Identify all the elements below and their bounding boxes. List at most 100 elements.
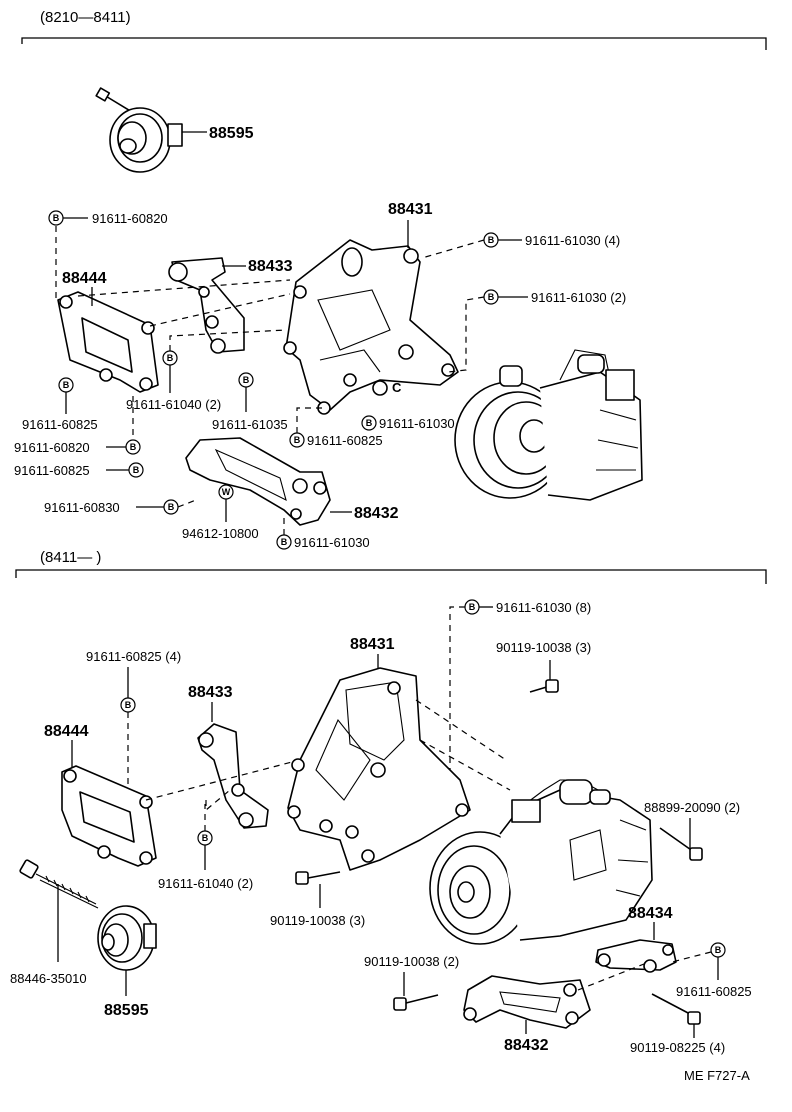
bolt-90119-08225-4: 90119-08225 (4) bbox=[630, 1040, 725, 1055]
compressor-bottom bbox=[429, 779, 653, 945]
bracket-88431-top bbox=[283, 239, 459, 415]
bolt-symbol-61030-c: B bbox=[361, 415, 377, 431]
bracket-88434 bbox=[595, 939, 677, 973]
bolt-symbol-60820-top: B bbox=[48, 210, 64, 226]
part-88433-top: 88433 bbox=[248, 258, 293, 275]
svg-text:W: W bbox=[222, 487, 231, 497]
svg-text:B: B bbox=[133, 465, 140, 475]
bolt-symbol-60825-bottom: B bbox=[710, 942, 726, 958]
compressor-top bbox=[454, 349, 643, 501]
svg-text:B: B bbox=[488, 292, 495, 302]
bolt-symbol-60820-low: B bbox=[125, 439, 141, 455]
bolt-91611-61030-bot: 91611-61030 bbox=[294, 535, 370, 550]
dash-61030-4 bbox=[421, 239, 485, 259]
bolt-symbol-61030-8: B bbox=[464, 599, 480, 615]
bolt-symbol-61040: B bbox=[162, 350, 178, 366]
pulley-88595-bottom bbox=[97, 905, 157, 971]
part-88433-bottom: 88433 bbox=[188, 684, 233, 701]
bolt-90119-upper bbox=[529, 679, 559, 693]
part-88595-bottom: 88595 bbox=[104, 1002, 149, 1019]
bracket-88432-top bbox=[185, 437, 331, 526]
bolt-91611-61040-2-top: 91611-61040 (2) bbox=[126, 397, 221, 412]
bolt-90119-10038-3a: 90119-10038 (3) bbox=[496, 640, 591, 655]
bolt-symbol-61035: B bbox=[238, 372, 254, 388]
dash-61040-bottom bbox=[205, 789, 231, 812]
bolt-91611-61030-8: 91611-61030 (8) bbox=[496, 600, 591, 615]
part-88595-top: 88595 bbox=[209, 125, 254, 142]
bolt-symbol-61030-4: B bbox=[483, 232, 499, 248]
svg-text:B: B bbox=[469, 602, 476, 612]
svg-text:B: B bbox=[243, 375, 250, 385]
part-88431-top: 88431 bbox=[388, 201, 433, 218]
bolt-90119-08225 bbox=[651, 993, 701, 1025]
bolt-91611-60825-low: 91611-60825 bbox=[14, 463, 90, 478]
svg-text:B: B bbox=[294, 435, 301, 445]
svg-text:B: B bbox=[281, 537, 288, 547]
bolt-symbol-60830: B bbox=[163, 499, 179, 515]
bolt-91611-60820-top: 91611-60820 bbox=[92, 211, 168, 226]
bolt-91611-60825-left: 91611-60825 bbox=[22, 417, 98, 432]
dash-61040-top bbox=[169, 329, 287, 351]
svg-text:B: B bbox=[167, 353, 174, 363]
bolt-91611-60820-low: 91611-60820 bbox=[14, 440, 90, 455]
link-88433-bottom bbox=[197, 723, 269, 829]
bolt-91611-60825-bottom: 91611-60825 bbox=[676, 984, 752, 999]
bolt-90119-lower bbox=[295, 871, 341, 885]
figure-code: ME F727-A bbox=[684, 1068, 750, 1083]
part-88431-bottom: 88431 bbox=[350, 636, 395, 653]
bolt-symbol-61030-bot: B bbox=[276, 534, 292, 550]
bolt-91611-61030-4: 91611-61030 (4) bbox=[525, 233, 620, 248]
svg-text:B: B bbox=[715, 945, 722, 955]
part-88444-top: 88444 bbox=[62, 270, 107, 287]
washer-symbol-94612: W bbox=[218, 484, 234, 500]
bolt-symbol-61030-2: B bbox=[483, 289, 499, 305]
bolt-91611-61040-2-bottom: 91611-61040 (2) bbox=[158, 876, 253, 891]
pulley-88595-top bbox=[95, 87, 183, 173]
bolt-90119-2 bbox=[393, 994, 439, 1011]
svg-text:B: B bbox=[53, 213, 60, 223]
dash-444-431b-top bbox=[149, 293, 291, 327]
svg-text:B: B bbox=[168, 502, 175, 512]
svg-text:B: B bbox=[366, 418, 373, 428]
bolt-90119-10038-3b: 90119-10038 (3) bbox=[270, 913, 365, 928]
part-88434: 88434 bbox=[628, 905, 673, 922]
part-88432-top: 88432 bbox=[354, 505, 399, 522]
bolt-91611-61035: 91611-61035 bbox=[212, 417, 288, 432]
bolt-91611-60830: 91611-60830 bbox=[44, 500, 120, 515]
svg-text:B: B bbox=[202, 833, 209, 843]
bolt-91611-61030-2: 91611-61030 (2) bbox=[531, 290, 626, 305]
part-88432-bottom: 88432 bbox=[504, 1037, 549, 1054]
bolt-91611-61030-c: 91611-61030 bbox=[379, 416, 455, 431]
bolt-91611-60825-4: 91611-60825 (4) bbox=[86, 649, 181, 664]
bolt-symbol-60825-low: B bbox=[128, 462, 144, 478]
dash-60825-bottom bbox=[671, 951, 712, 963]
section-range-2: (8411— ) bbox=[40, 549, 101, 566]
part-88446-35010: 88446-35010 bbox=[10, 971, 87, 986]
svg-text:B: B bbox=[63, 380, 70, 390]
bolt-symbol-60825-left: B bbox=[58, 377, 74, 393]
dash-60830 bbox=[177, 499, 197, 508]
bolt-symbol-61040-bottom: B bbox=[197, 830, 213, 846]
svg-text:B: B bbox=[125, 700, 132, 710]
clip-symbol-top: C bbox=[392, 380, 402, 395]
bolt-90119-10038-2: 90119-10038 (2) bbox=[364, 954, 459, 969]
bolt-88899 bbox=[659, 827, 703, 861]
dash-61030-8 bbox=[449, 606, 465, 808]
link-88433-top bbox=[168, 257, 245, 354]
bolt-88446 bbox=[19, 859, 99, 909]
bracket-88444-bottom bbox=[61, 765, 157, 867]
bracket-88444-top bbox=[57, 291, 159, 393]
washer-94612-10800: 94612-10800 bbox=[182, 526, 259, 541]
part-88899-20090: 88899-20090 (2) bbox=[644, 800, 740, 815]
bracket-88432-bottom bbox=[463, 975, 591, 1029]
bolt-symbol-60825-4: B bbox=[120, 697, 136, 713]
part-88444-bottom: 88444 bbox=[44, 723, 89, 740]
bracket-88431-bottom bbox=[287, 667, 511, 871]
dash-444-431-bottom bbox=[145, 761, 293, 801]
section-bracket-2 bbox=[15, 569, 767, 584]
dash-432-434 bbox=[577, 963, 645, 991]
section-range-1: (8210—8411) bbox=[40, 9, 131, 26]
bolt-symbol-60825-mid: B bbox=[289, 432, 305, 448]
dash-444-431-top bbox=[77, 279, 291, 297]
